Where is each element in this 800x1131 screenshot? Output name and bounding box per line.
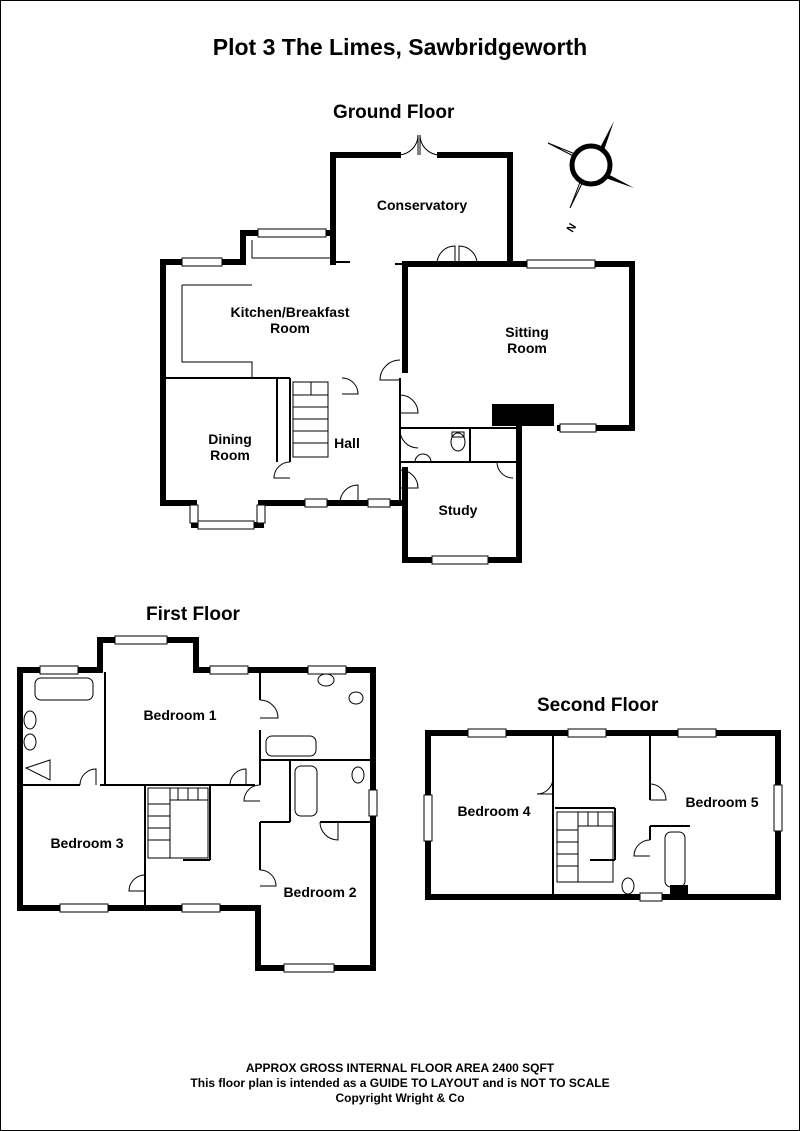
room-conservatory: Conservatory xyxy=(376,197,468,213)
footer-copyright: Copyright Wright & Co xyxy=(335,1091,465,1105)
room-bedroom-1: Bedroom 1 xyxy=(143,707,217,723)
compass-icon xyxy=(547,121,634,209)
room-kitchen-line2: Room xyxy=(270,320,310,336)
room-bedroom-5: Bedroom 5 xyxy=(685,794,759,810)
room-bedroom-2: Bedroom 2 xyxy=(283,884,357,900)
room-hall: Hall xyxy=(334,435,360,451)
first-floor-title: First Floor xyxy=(146,604,240,625)
room-sitting-line2: Room xyxy=(507,340,547,356)
room-bedroom-3: Bedroom 3 xyxy=(50,835,124,851)
second-floor-title: Second Floor xyxy=(537,695,659,716)
room-dining-room: Dining Room xyxy=(208,431,252,463)
room-dining-line2: Room xyxy=(210,447,250,463)
page-title: Plot 3 The Limes, Sawbridgeworth xyxy=(212,34,588,60)
footer-disclaimer: This floor plan is intended as a GUIDE T… xyxy=(190,1076,610,1090)
room-sitting-room: Sitting Room xyxy=(505,324,549,356)
room-study: Study xyxy=(438,502,478,518)
room-sitting-line1: Sitting xyxy=(505,324,549,340)
ground-floor-title: Ground Floor xyxy=(333,102,455,123)
room-kitchen-breakfast: Kitchen/Breakfast Room xyxy=(230,304,349,336)
room-kitchen-line1: Kitchen/Breakfast xyxy=(230,304,350,320)
footer-floor-area: APPROX GROSS INTERNAL FLOOR AREA 2400 SQ… xyxy=(245,1061,555,1075)
first-floor-plan xyxy=(17,635,378,973)
room-bedroom-4: Bedroom 4 xyxy=(457,803,531,819)
room-dining-line1: Dining xyxy=(208,431,252,447)
second-floor-plan xyxy=(423,728,783,902)
ground-floor-plan xyxy=(160,134,635,565)
